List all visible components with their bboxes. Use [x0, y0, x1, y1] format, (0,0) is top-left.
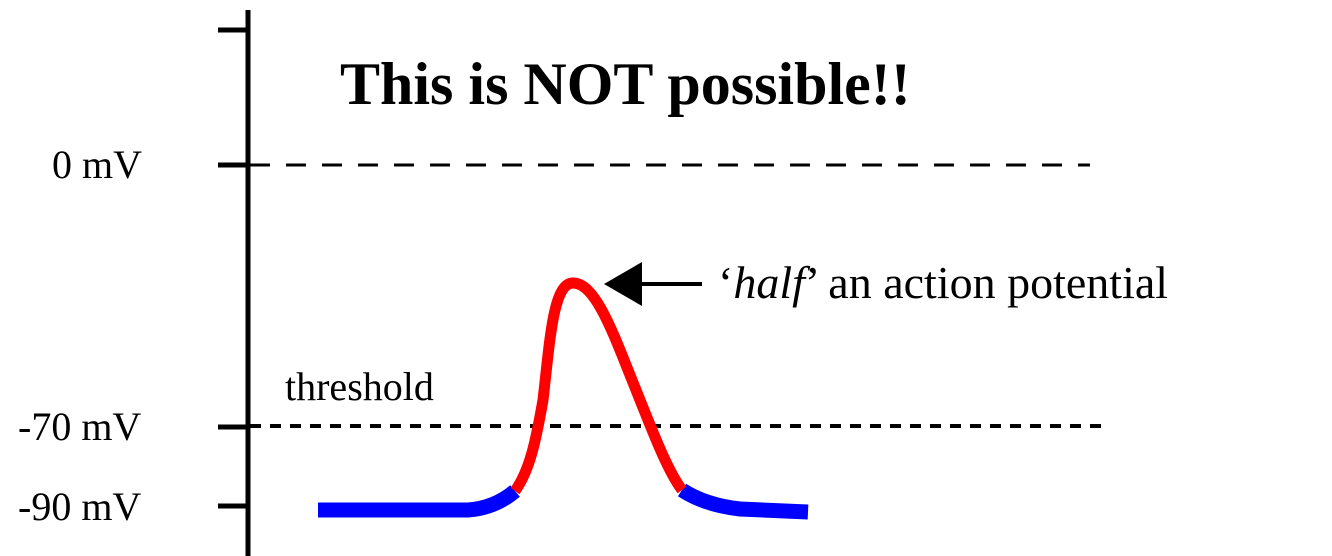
axis-label-minus70mv: -70 mV	[18, 404, 141, 449]
annotation-rest: an action potential	[817, 257, 1168, 308]
resting-potential-left-segment	[318, 485, 520, 518]
annotation-open-quote: ‘	[718, 257, 733, 308]
resting-potential-right-segment	[677, 483, 809, 520]
threshold-label: threshold	[285, 364, 434, 409]
axis-label-0mv: 0 mV	[52, 142, 142, 187]
annotation-italic-word: half	[733, 257, 811, 308]
annotation-arrowhead	[604, 262, 642, 306]
diagram-title: This is NOT possible!!	[340, 51, 911, 117]
annotation-half-action-potential: ‘half’ an action potential	[718, 257, 1168, 308]
half-action-potential-spike	[510, 277, 687, 495]
axis-label-minus90mv: -90 mV	[18, 484, 141, 529]
annotation-close-quote: ’	[805, 257, 817, 308]
